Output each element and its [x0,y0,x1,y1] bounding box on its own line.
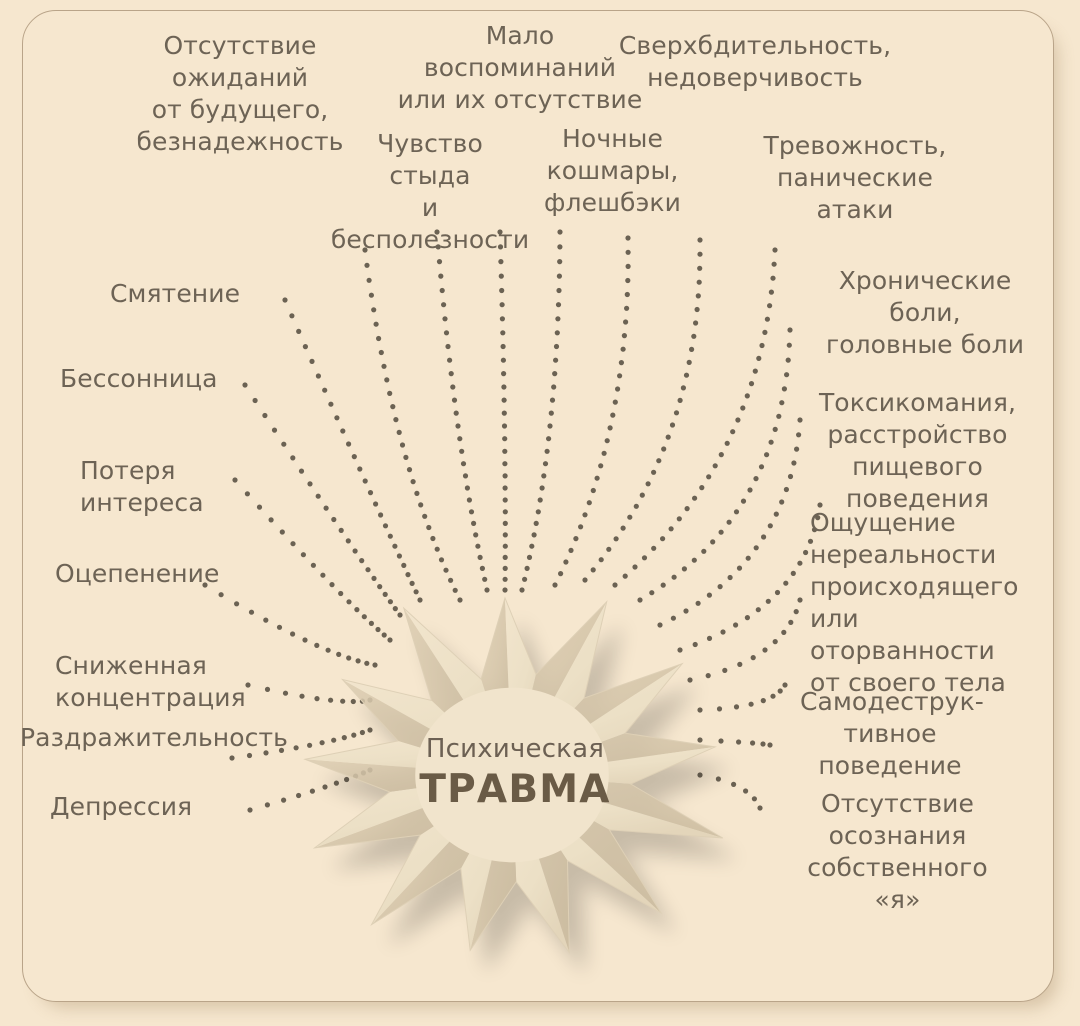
label-no-expectations: Отсутствие ожиданий от будущего, безнаде… [136,31,344,156]
label-numbness: Оцепенение [55,559,220,588]
label-derealization: Ощущение нереальности происходящего или … [810,508,1019,697]
label-irritability: Раздражительность [20,723,288,752]
label-substance-abuse: Токсикомания, расстройство пищевого пове… [818,388,1017,513]
center-title: Психическая ТРАВМА [355,735,675,812]
label-depression: Депрессия [50,792,193,821]
label-no-self-awareness: Отсутствие осознания собственного «я» [807,789,988,914]
label-few-memories: Мало воспоминаний или их отсутствие [397,21,643,114]
center-title-main: ТРАВМА [419,766,611,812]
label-nightmares: Ночные кошмары, флешбэки [544,124,681,217]
center-title-sub: Психическая [425,734,605,764]
label-self-destructive: Самодеструк- тивное поведение [800,687,984,780]
label-shame: Чувство стыда и бесполезности [330,129,530,254]
label-hypervigilance: Сверхбдительность, недоверчивость [618,31,892,92]
label-confusion: Смятение [110,279,241,308]
label-loss-of-interest: Потеря интереса [80,456,204,517]
label-insomnia: Бессонница [60,364,218,393]
label-chronic-pain: Хронические боли, головные боли [825,266,1025,359]
label-anxiety: Тревожность, панические атаки [763,131,947,224]
label-low-concentration: Сниженная концентрация [55,651,246,712]
